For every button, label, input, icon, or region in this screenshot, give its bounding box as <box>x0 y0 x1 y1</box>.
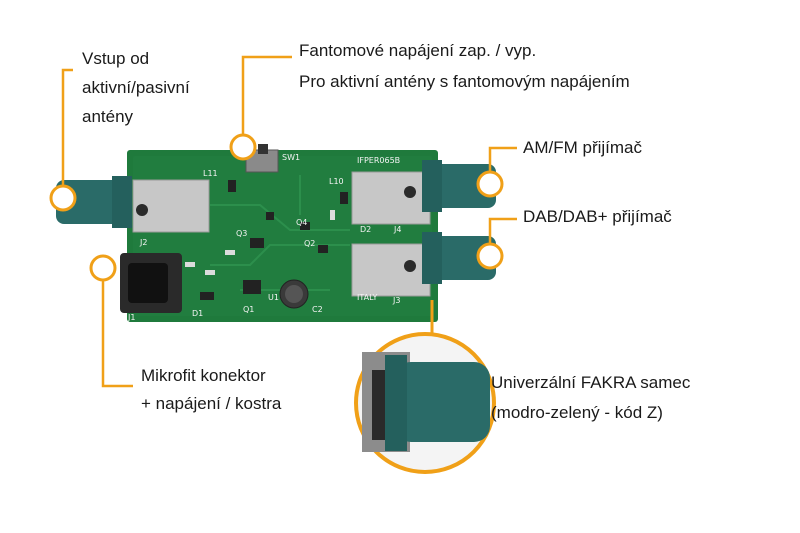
shield-right-upper <box>351 171 431 225</box>
label-line: aktivní/pasivní <box>82 78 190 97</box>
pcb-ref: L11 <box>203 169 218 178</box>
pcb-part-number: IFPER065B <box>357 156 400 165</box>
pcb-ref: J1 <box>127 313 135 322</box>
label-line: + napájení / kostra <box>141 394 282 413</box>
phantom-power-label: Fantomové napájení zap. / vyp. Pro aktiv… <box>299 35 630 97</box>
fakra-right-upper <box>422 160 496 212</box>
label-line: Mikrofit konektor <box>141 366 266 385</box>
am-fm-label: AM/FM přijímač <box>523 138 642 157</box>
capacitor-top <box>285 285 303 303</box>
pcb-ref: D1 <box>192 309 203 318</box>
pcb-ref: J2 <box>139 238 147 247</box>
smd-components <box>200 180 348 300</box>
microfit-socket <box>128 263 168 303</box>
antenna-input-label: Vstup od aktivní/pasivní antény <box>82 44 190 131</box>
screw <box>404 186 416 198</box>
fakra-label: Univerzální FAKRA samec (modro-zelený - … <box>491 368 690 428</box>
label-line: (modro-zelený - kód Z) <box>491 403 663 422</box>
pcb-ref: Q4 <box>296 218 307 227</box>
pcb-origin: ITALY <box>357 293 377 302</box>
pcb-ref: Q1 <box>243 305 254 314</box>
dab-label: DAB/DAB+ přijímač <box>523 207 672 226</box>
label-line: Univerzální FAKRA samec <box>491 373 691 392</box>
pcb-ref: SW1 <box>282 153 300 162</box>
pcb-ref: Q3 <box>236 229 247 238</box>
label-line: antény <box>82 107 134 126</box>
pcb-ref: U1 <box>268 293 279 302</box>
screw <box>136 204 148 216</box>
fakra-zoom <box>354 332 496 474</box>
pcb-ref: Q2 <box>304 239 315 248</box>
pcb-ref: J4 <box>393 225 401 234</box>
smd-resistors <box>185 210 335 275</box>
pcb-ref: D2 <box>360 225 371 234</box>
phantom-switch-knob <box>258 144 268 154</box>
pcb-ref: C2 <box>312 305 323 314</box>
label-line: Vstup od <box>82 49 150 68</box>
fakra-right-lower <box>422 232 496 284</box>
label-line: Pro aktivní antény s fantomovým napájení… <box>299 72 630 91</box>
pcb-ref: L10 <box>329 177 344 186</box>
screw <box>404 260 416 272</box>
label-line: Fantomové napájení zap. / vyp. <box>299 41 537 60</box>
shield-right-lower <box>351 243 431 297</box>
pcb-ref: J3 <box>392 296 400 305</box>
microfit-label: Mikrofit konektor + napájení / kostra <box>141 362 281 418</box>
callout-dots <box>49 133 504 282</box>
